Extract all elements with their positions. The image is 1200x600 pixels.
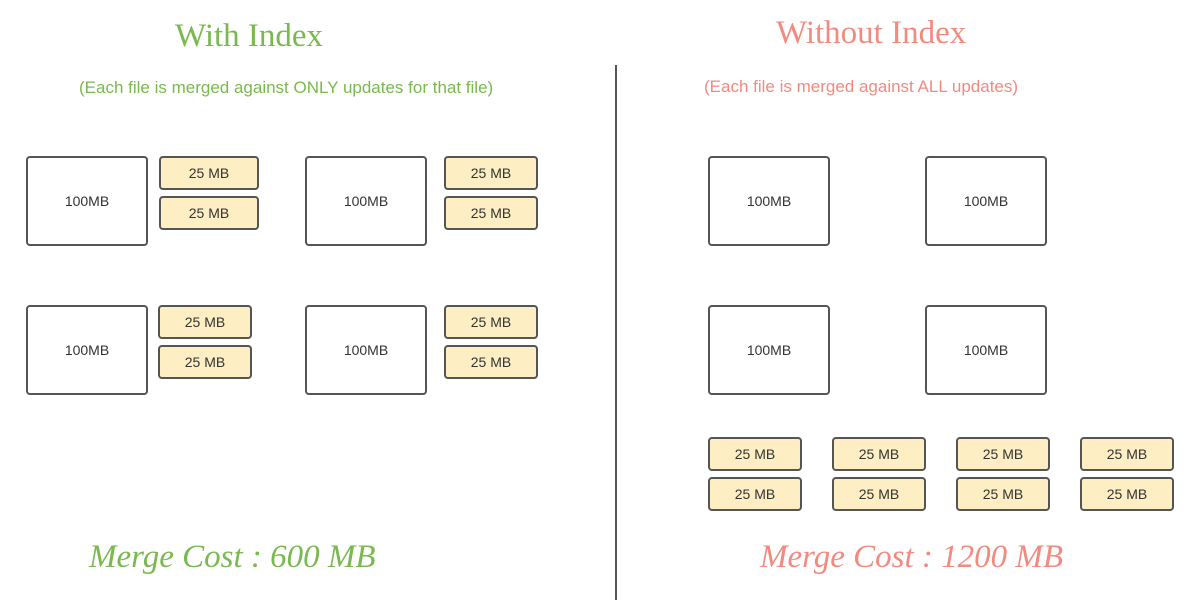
update-box: 25 MB	[1080, 437, 1174, 471]
update-box: 25 MB	[832, 477, 926, 511]
with-index-title: With Index	[175, 18, 324, 54]
file-box: 100MB	[26, 305, 148, 395]
update-box: 25 MB	[708, 437, 802, 471]
without-index-title: Without Index	[776, 15, 967, 51]
panel-divider	[615, 65, 617, 600]
update-box: 25 MB	[832, 437, 926, 471]
update-box: 25 MB	[444, 196, 538, 230]
file-box: 100MB	[925, 305, 1047, 395]
update-box: 25 MB	[444, 345, 538, 379]
update-box: 25 MB	[444, 305, 538, 339]
file-box: 100MB	[708, 156, 830, 246]
with-index-merge-cost: Merge Cost : 600 MB	[89, 539, 376, 575]
update-box: 25 MB	[159, 196, 259, 230]
file-box: 100MB	[26, 156, 148, 246]
update-box: 25 MB	[708, 477, 802, 511]
update-box: 25 MB	[444, 156, 538, 190]
update-box: 25 MB	[1080, 477, 1174, 511]
file-box: 100MB	[305, 305, 427, 395]
update-box: 25 MB	[956, 477, 1050, 511]
file-box: 100MB	[708, 305, 830, 395]
without-index-subtitle: (Each file is merged against ALL updates…	[704, 77, 1019, 96]
update-box: 25 MB	[159, 156, 259, 190]
with-index-subtitle: (Each file is merged against ONLY update…	[79, 78, 494, 97]
without-index-merge-cost: Merge Cost : 1200 MB	[760, 539, 1064, 575]
file-box: 100MB	[925, 156, 1047, 246]
update-box: 25 MB	[158, 345, 252, 379]
update-box: 25 MB	[158, 305, 252, 339]
update-box: 25 MB	[956, 437, 1050, 471]
file-box: 100MB	[305, 156, 427, 246]
